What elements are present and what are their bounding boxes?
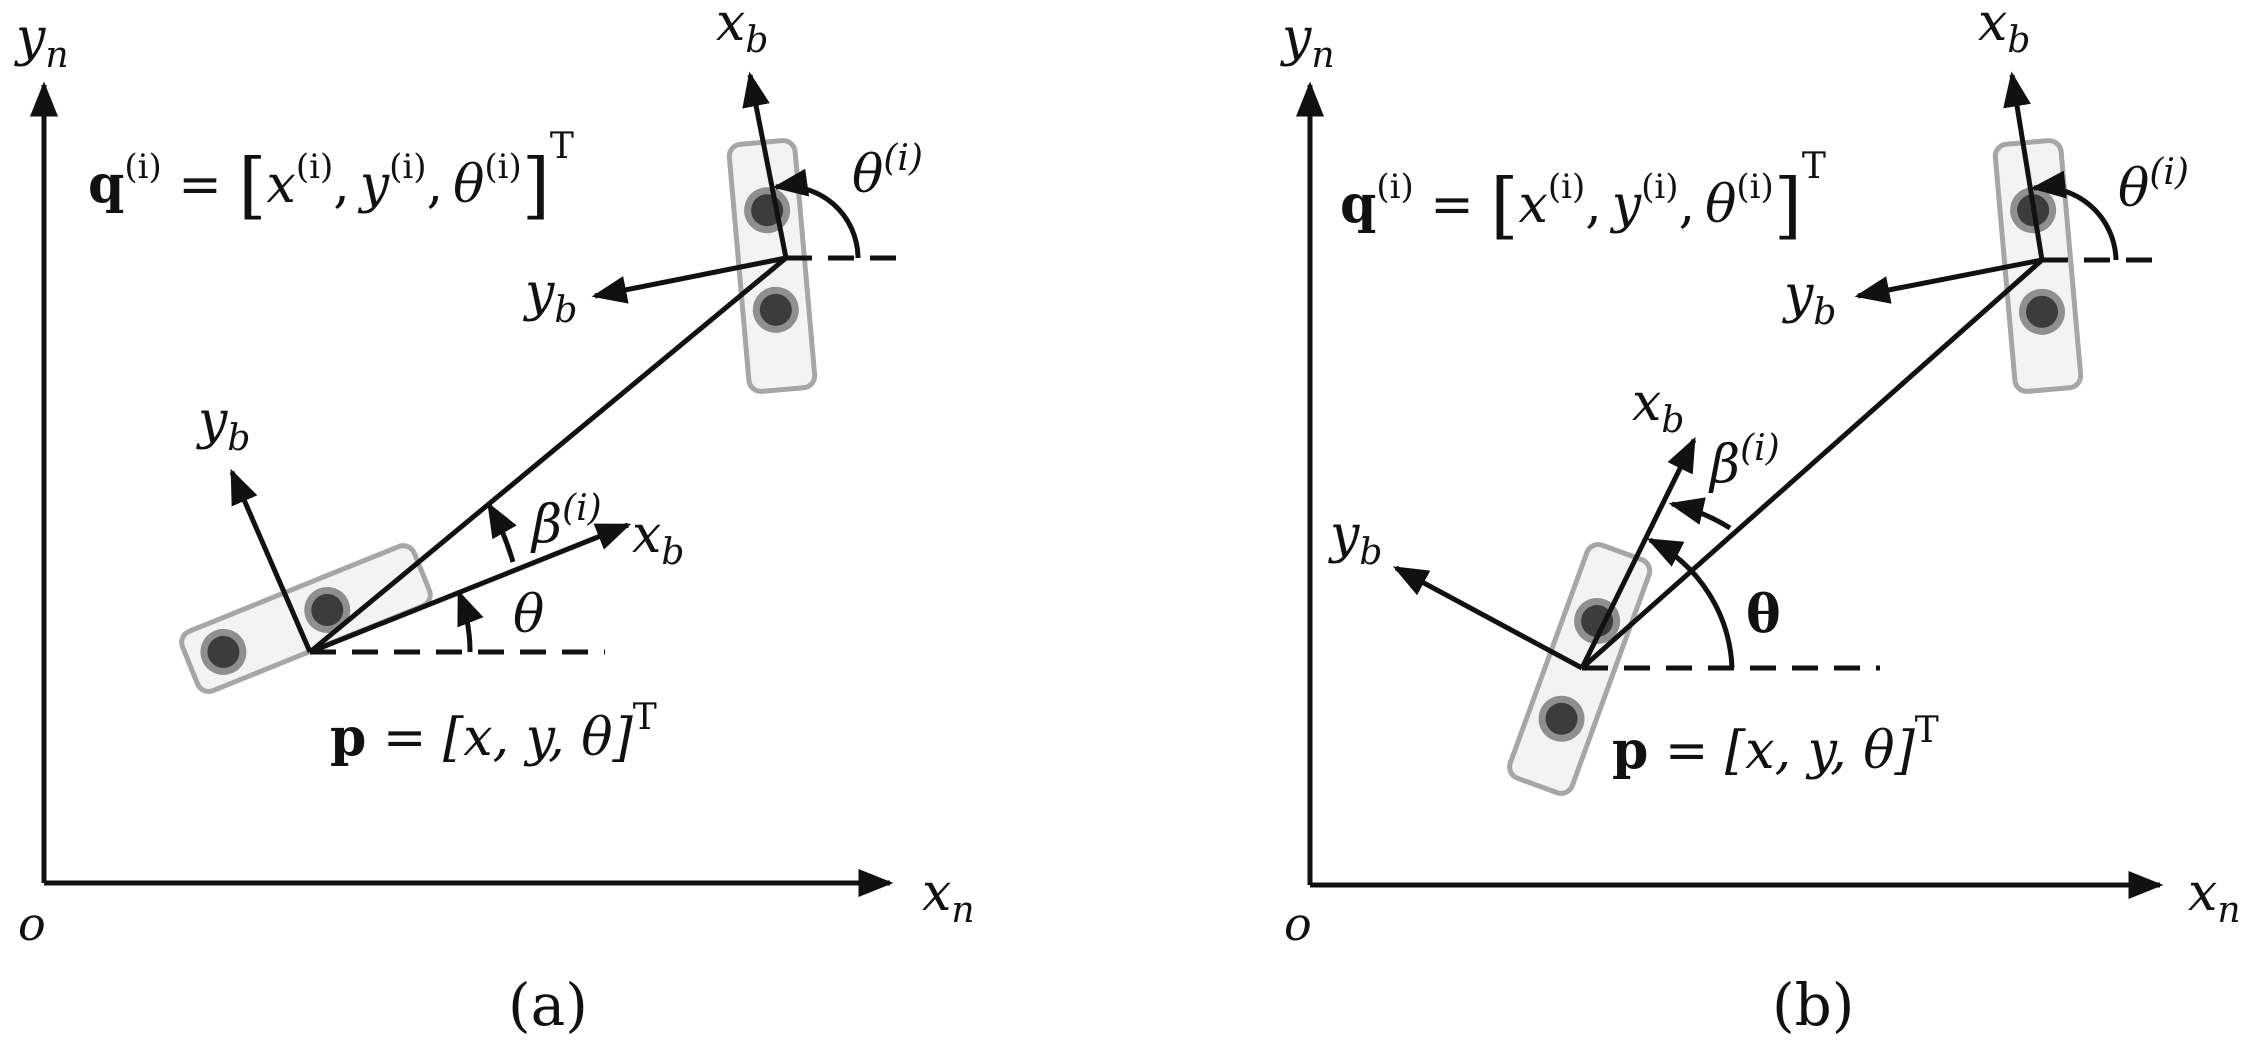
yb-label-q: yb [1782,265,1836,333]
origin-label: o [1284,897,1312,951]
yb-arrow-p [1392,565,1584,671]
xb-arrow-q [2003,71,2045,261]
xb-arrow-p [1579,436,1697,670]
theta-i-label: θ(i) [852,138,923,205]
theta-arc [456,589,484,653]
robot-p [179,543,433,694]
y-axis-label: yn [14,8,69,76]
origin-label: o [18,897,46,951]
x-axis-label: xn [2188,863,2241,931]
theta-label: θ [513,585,544,645]
beta-label: β(i) [1708,428,1780,495]
xb-label-p: xb [1632,373,1684,441]
y-axis-label: yn [1280,8,1335,76]
theta-i-arc [2030,170,2119,261]
q-formula: q(i) = [x(i),y(i),θ(i)]T [1340,146,1826,247]
x-axis-label: xn [922,863,975,931]
yb-arrow-p [229,468,313,653]
caption-b: (b) [1772,971,1854,1039]
panel-b: yn xn o θ β(i) θ(i) xb [1280,0,2241,1039]
p-formula: p = [x, y, θ]T [1612,710,1939,781]
caption-a: (a) [508,971,588,1039]
xb-arrow-q [742,71,789,259]
yb-label-q: yb [523,263,577,331]
yb-arrow-q [591,255,787,304]
xb-label-q: xb [716,0,768,61]
p-formula: p = [x, y, θ]T [330,697,657,768]
connection-line [308,256,788,654]
yb-label-p: yb [1328,505,1382,573]
theta-i-label: θ(i) [2118,152,2189,219]
q-formula: q(i) = [x(i),y(i),θ(i)]T [88,126,574,227]
yb-arrow-q [1854,257,2043,304]
connection-line [1580,258,2044,670]
beta-arc [1668,497,1732,531]
xb-label-p: xb [632,505,684,573]
xb-label-q: xb [1978,0,2030,61]
theta-arc [1646,537,1735,669]
theta-label: θ [1746,584,1781,645]
theta-i-arc [772,168,861,259]
beta-arc [486,501,517,563]
panel-a: yn xn o θ β(i) θ(i) xb [14,0,975,1039]
yb-label-p: yb [196,391,250,459]
xb-arrow-p [309,522,632,655]
beta-label: β(i) [530,488,602,555]
